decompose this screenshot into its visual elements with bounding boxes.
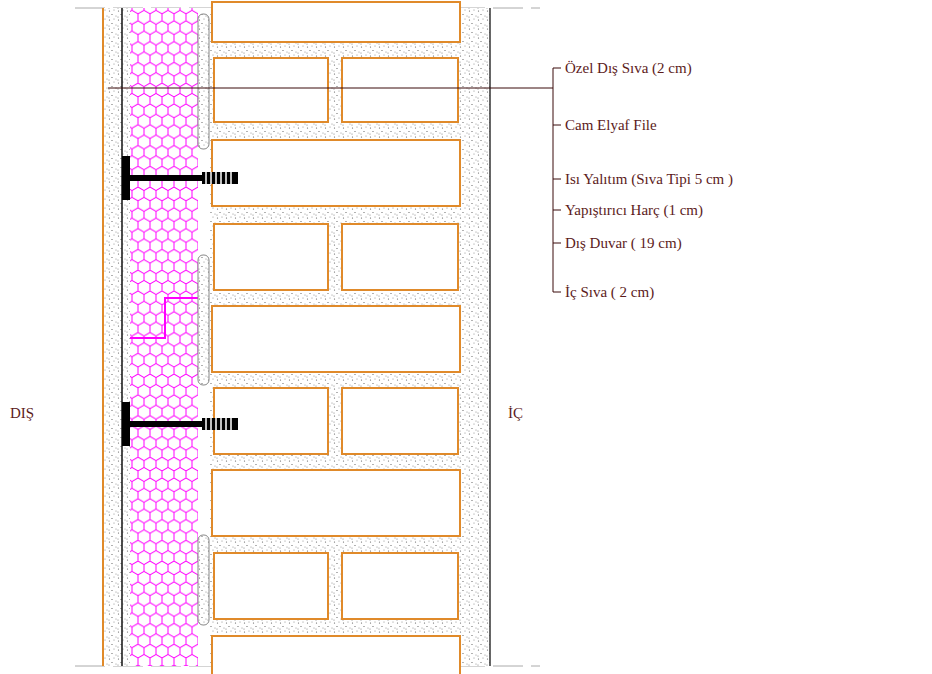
interior-plaster bbox=[462, 8, 490, 666]
side-label: DIŞ bbox=[10, 404, 34, 422]
layer-label: Yapıştırıcı Harç (1 cm) bbox=[565, 201, 703, 219]
brick bbox=[212, 2, 460, 674]
layer-label: İç Sıva ( 2 cm) bbox=[565, 283, 654, 301]
anchor-dowel bbox=[122, 402, 238, 446]
plaster-edge bbox=[489, 8, 491, 666]
board-joint bbox=[130, 298, 198, 338]
layer-label: Isı Yalıtım (Sıva Tipi 5 cm ) bbox=[565, 170, 733, 188]
mortar bbox=[210, 8, 462, 666]
adhesive-gap bbox=[198, 8, 210, 666]
leader-line bbox=[108, 68, 561, 292]
adhesive-mortar bbox=[198, 14, 209, 625]
layer-label: Cam Elyaf File bbox=[565, 116, 657, 134]
fiberglass-mesh bbox=[121, 8, 123, 666]
anchor-dowel bbox=[122, 156, 238, 200]
plaster-edge bbox=[102, 8, 104, 666]
side-label: İÇ bbox=[508, 404, 523, 422]
exterior-plaster bbox=[103, 8, 130, 666]
layer-label: Özel Dış Sıva (2 cm) bbox=[565, 59, 692, 77]
layer-label: Dış Duvar ( 19 cm) bbox=[565, 234, 682, 252]
insulation bbox=[130, 8, 198, 666]
